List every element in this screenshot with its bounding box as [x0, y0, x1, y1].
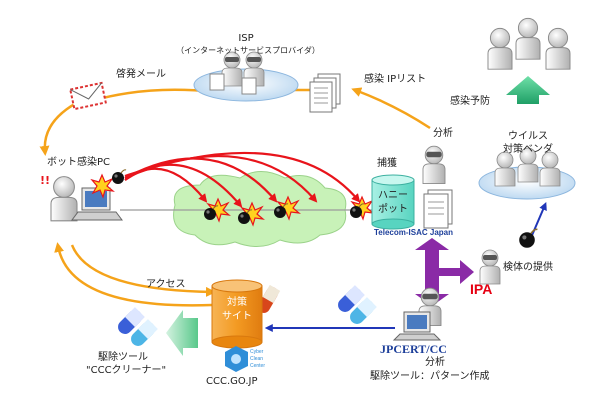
isp-label: ISP [238, 33, 254, 44]
honeypot-label-1: ハニー [378, 190, 408, 201]
analysis-top-label: 分析 [433, 128, 453, 139]
isp-subtitle: （インターネットサービスプロバイダ） [176, 46, 320, 55]
removal-pattern-label: 駆除ツール：パターン作成 [370, 371, 490, 382]
ipa-logo: IPA [470, 281, 493, 297]
capsule-icon-single [258, 284, 281, 313]
analysis-to-list-arrow [351, 87, 431, 130]
specimen-bomb-icon [518, 228, 539, 249]
site-to-pc-arrow [54, 242, 213, 307]
telecom-isac-logo: Telecom-ISAC Japan [374, 228, 453, 237]
site-label-2: サイト [222, 311, 252, 322]
honeypot-label-2: ポット [378, 204, 408, 215]
cyber-clean-center-logo-icon [225, 346, 248, 372]
isp-staff-icon [209, 51, 265, 95]
ccc-logo-text-3: Center [250, 363, 266, 369]
ip-list-document-icon [309, 73, 341, 113]
cleaner-arrow [166, 310, 198, 356]
jpcert-pc-icon [392, 287, 442, 341]
capture-label: 捕獲 [377, 158, 397, 169]
provide-to-vendor-arrow [529, 202, 547, 241]
ccc-cleaner-label: "CCCクリーナー" [86, 365, 167, 376]
isac-analyst-icon [422, 145, 446, 185]
attack-arrows [124, 151, 361, 208]
mail-icon [69, 81, 107, 111]
countermeasure-site-icon [211, 279, 263, 349]
analysis-bottom-label: 分析 [425, 357, 445, 368]
specimen-provision-label: 検体の提供 [503, 262, 553, 273]
site-label-1: 対策 [227, 297, 247, 308]
mail-flow-arrow [91, 88, 216, 104]
alert-mark: !! [40, 174, 51, 187]
prevention-up-arrow [506, 76, 550, 104]
ccc-logo-text-1: Cyber [250, 349, 264, 355]
cleaner-capsule-icon [118, 307, 158, 346]
virus-vendor-label-2: 対策ベンダ [503, 144, 553, 155]
bot-bomb-icon [111, 169, 127, 185]
honeypot-server-icon [371, 174, 415, 230]
access-arrow [70, 244, 216, 297]
public-group-icon [487, 17, 571, 70]
bot-pc-icon [50, 176, 123, 222]
infected-ip-list-label: 感染 IPリスト [364, 74, 427, 85]
bot-pc-label: ボット感染PC [47, 157, 111, 168]
access-label: アクセス [146, 279, 186, 290]
jpcert-logo: JPCERT/CC [380, 342, 447, 356]
virus-vendor-label-1: ウイルス [508, 131, 548, 142]
removal-tool-label: 駆除ツール [98, 352, 148, 363]
infection-prevention-label: 感染予防 [450, 96, 490, 107]
analysis-documents-icon [423, 189, 453, 229]
alert-mail-label: 啓発メール [116, 69, 166, 80]
ccc-logo-text-2: Clean [250, 356, 264, 362]
ccc-domain-label: CCC.GO.JP [206, 376, 258, 387]
capsule-icon-pair [338, 285, 377, 324]
ipa-person-icon [479, 249, 501, 285]
